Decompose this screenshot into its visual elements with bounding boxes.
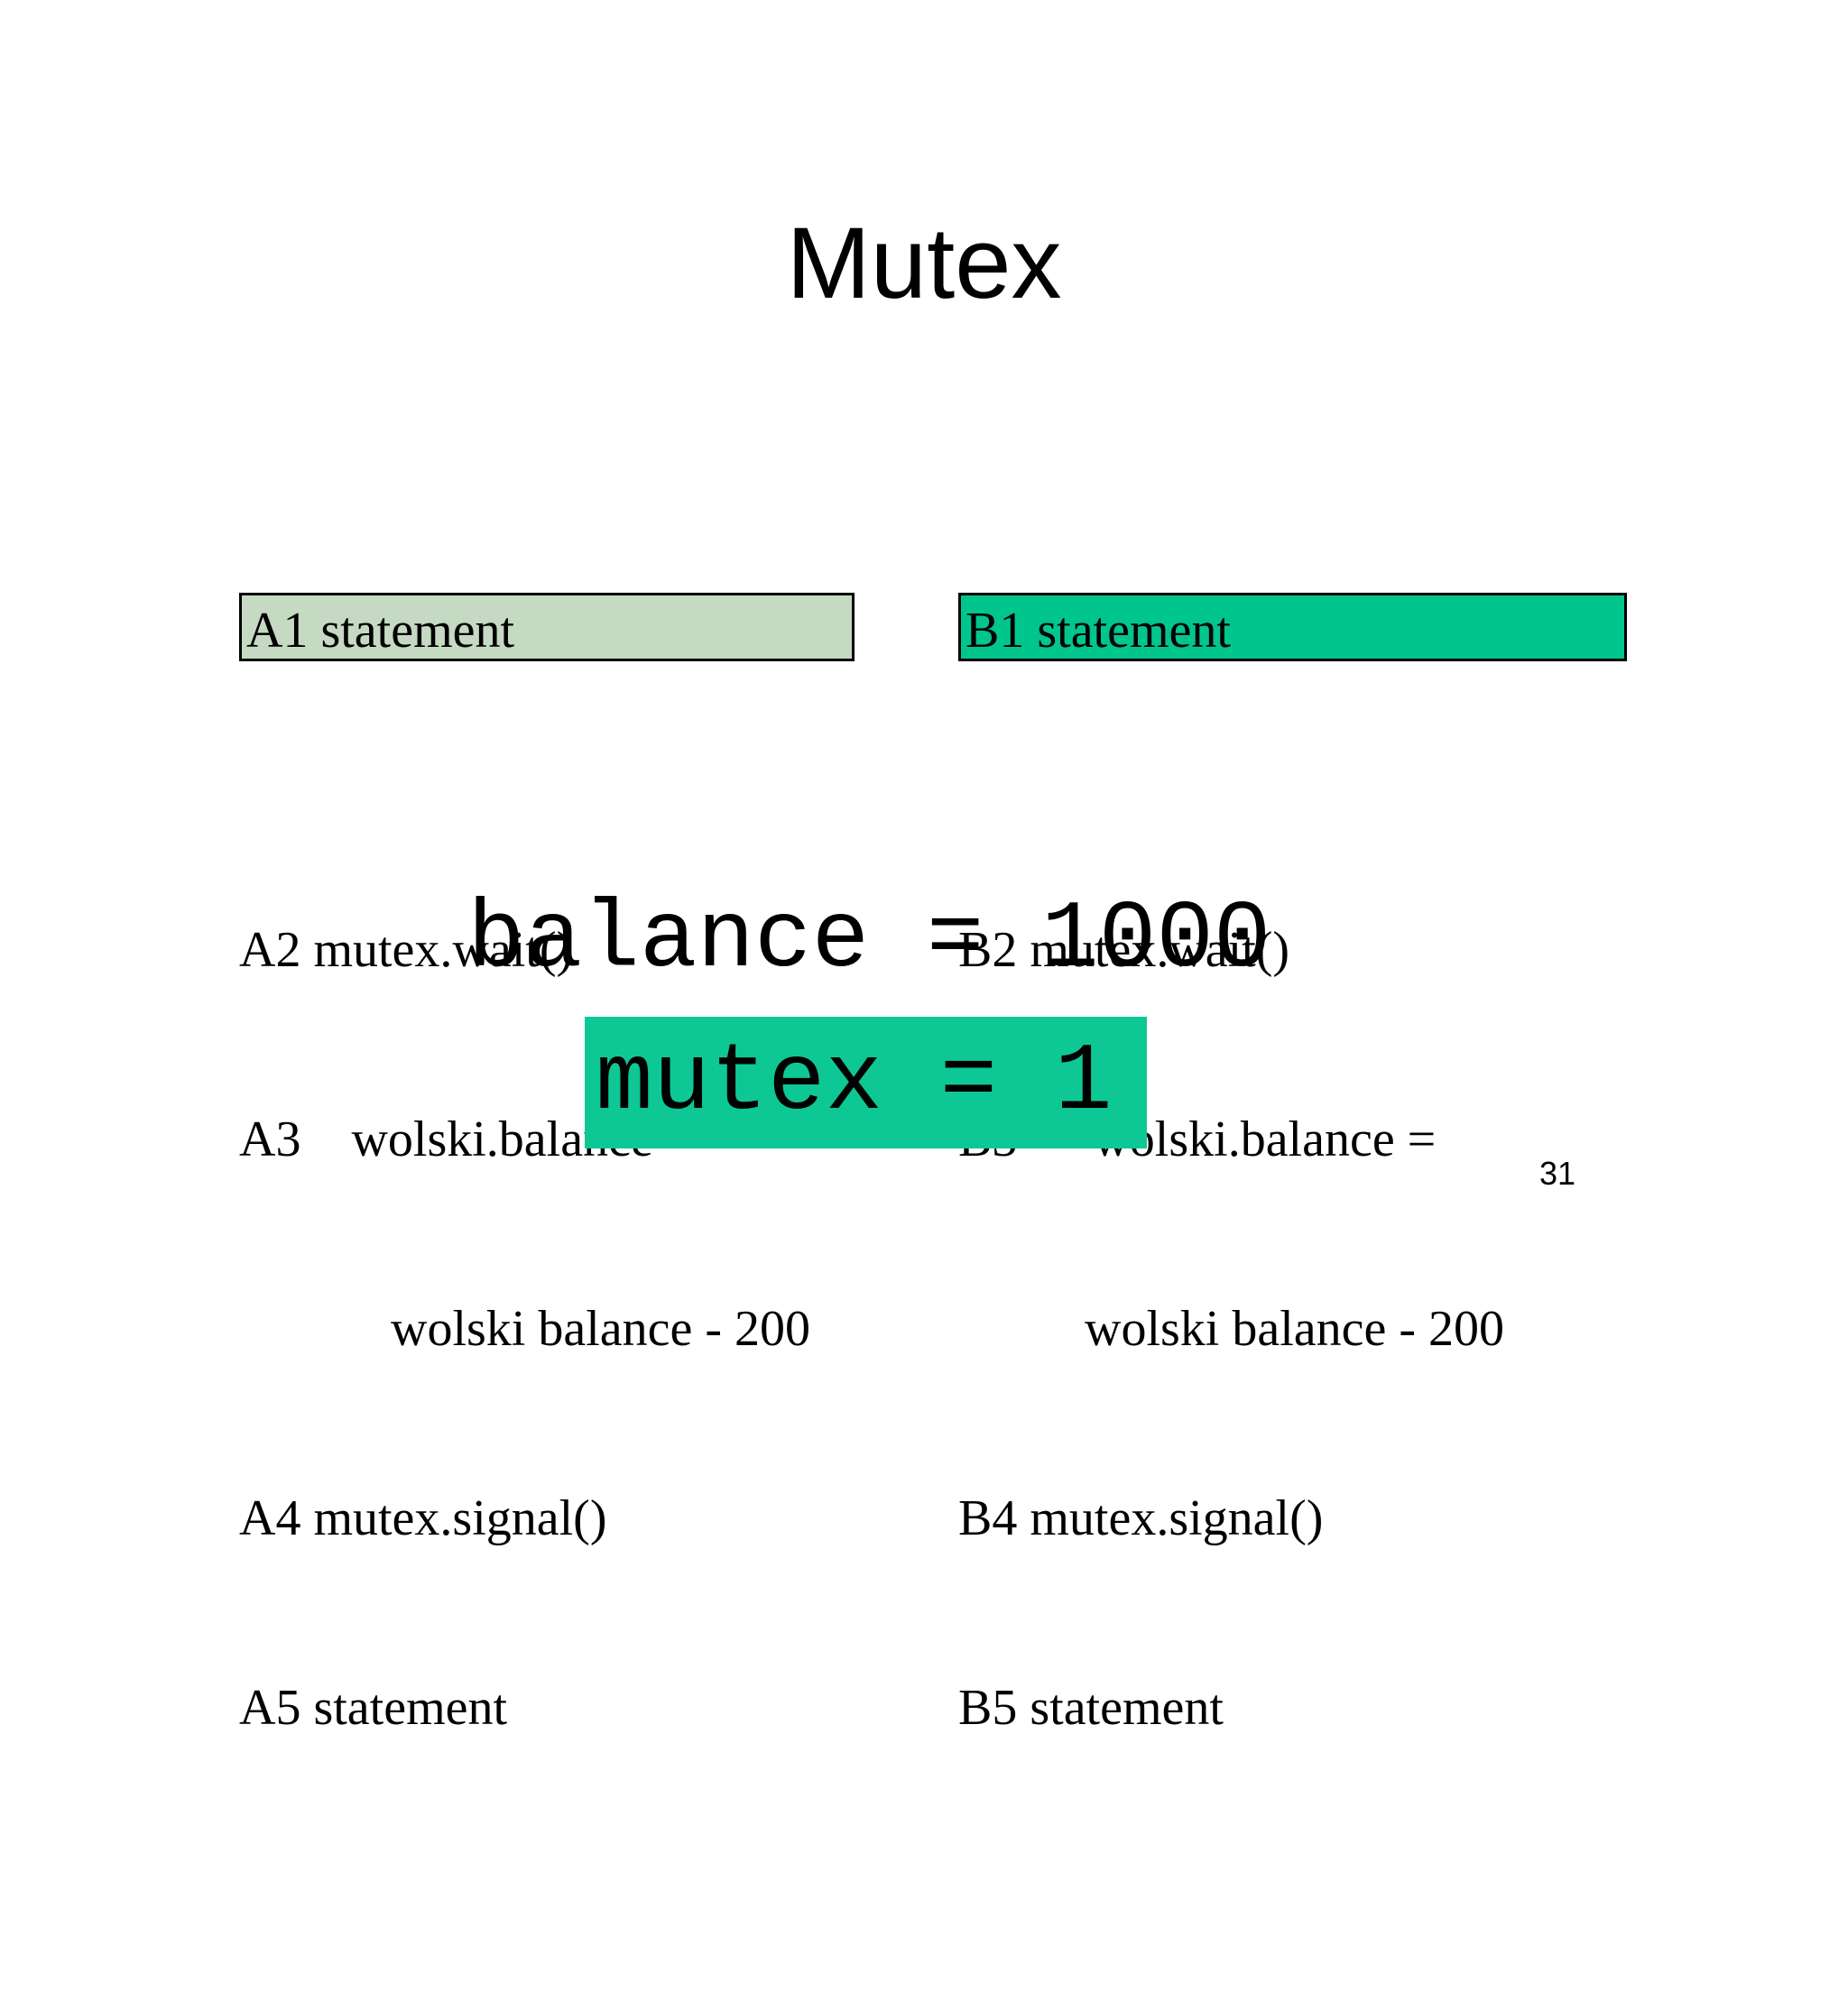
thread-a-column: A1 statement A2 mutex.wait() A3 wolski.b…: [239, 466, 855, 1992]
mutex-value-text: mutex = 1: [596, 1028, 1113, 1137]
code-line-a5: A5 statement: [239, 1680, 508, 1736]
b1-highlight-box: B1 statement: [958, 593, 1627, 661]
slide-title: Mutex: [786, 207, 1062, 319]
code-line-a2: A2 mutex.wait(): [239, 922, 574, 978]
code-line-b4: B4 mutex.signal(): [958, 1490, 1324, 1546]
balance-value-text: balance = 1000: [467, 886, 1271, 994]
slide: Mutex A1 statement A2 mutex.wait() A3 wo…: [239, 207, 1627, 1736]
a1-highlight-box: A1 statement: [239, 593, 855, 661]
b1-boxed-statement: B1 statement: [966, 603, 1231, 659]
a1-boxed-statement: A1 statement: [246, 603, 515, 659]
code-line-b3-wrap: wolski balance - 200: [958, 1301, 1504, 1357]
code-line-b2: B2 mutex.wait(): [958, 922, 1290, 978]
thread-b-column: B1 statement B2 mutex.wait() B3 wolski.b…: [958, 466, 1627, 1992]
page-number: 31: [1539, 1155, 1576, 1192]
code-line-a3-wrap: wolski balance - 200: [239, 1301, 810, 1357]
code-line-b5: B5 statement: [958, 1680, 1224, 1736]
mutex-value-box: mutex = 1: [585, 1017, 1147, 1148]
code-line-a4: A4 mutex.signal(): [239, 1490, 607, 1546]
